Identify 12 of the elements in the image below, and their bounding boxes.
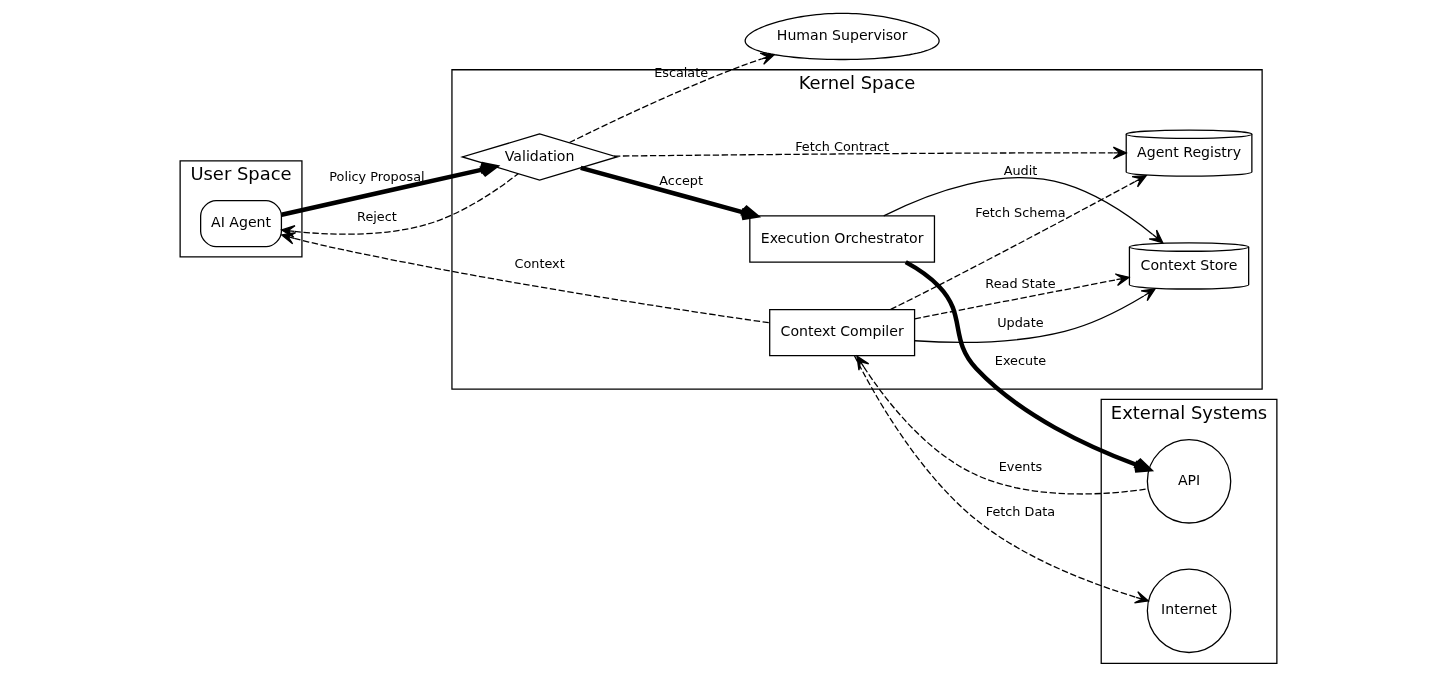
- edge-label: Accept: [658, 173, 703, 189]
- edge-label: Audit: [1003, 162, 1037, 178]
- edge-label: Reject: [356, 209, 397, 225]
- edge-label: Events: [998, 459, 1042, 475]
- edge-label: Fetch Schema: [974, 205, 1066, 221]
- edge-label: Read State: [984, 275, 1056, 291]
- edge-label: Fetch Contract: [794, 138, 889, 154]
- edge-label: Policy Proposal: [328, 169, 425, 185]
- edge-label: Fetch Data: [985, 503, 1055, 519]
- edge-label: Update: [996, 315, 1044, 331]
- edge-label: Context: [514, 256, 565, 272]
- edge-label: Execute: [994, 352, 1046, 368]
